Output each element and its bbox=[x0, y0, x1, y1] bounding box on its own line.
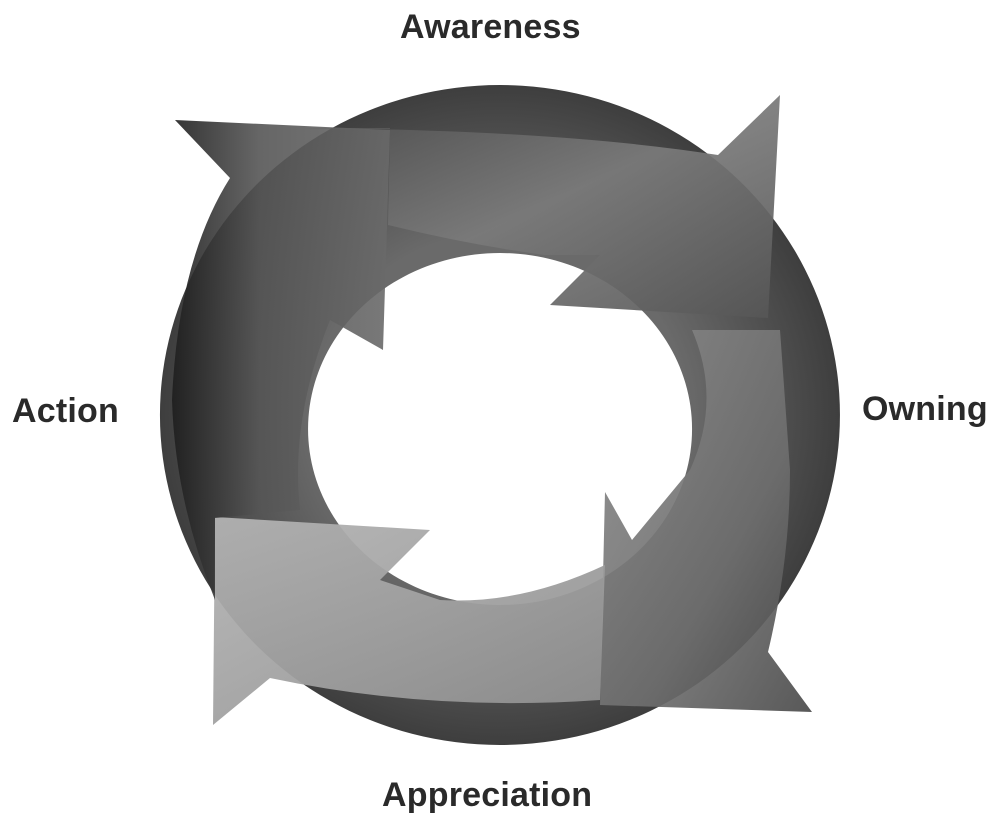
stage-label-action: Action bbox=[12, 392, 119, 430]
owning-arrow bbox=[600, 330, 812, 712]
appreciation-arrow bbox=[213, 517, 605, 725]
stage-label-awareness: Awareness bbox=[400, 8, 581, 46]
stage-label-owning: Owning bbox=[862, 390, 988, 428]
action-arrow bbox=[172, 120, 390, 600]
stage-label-appreciation: Appreciation bbox=[382, 776, 593, 814]
awareness-arrow bbox=[300, 95, 780, 318]
